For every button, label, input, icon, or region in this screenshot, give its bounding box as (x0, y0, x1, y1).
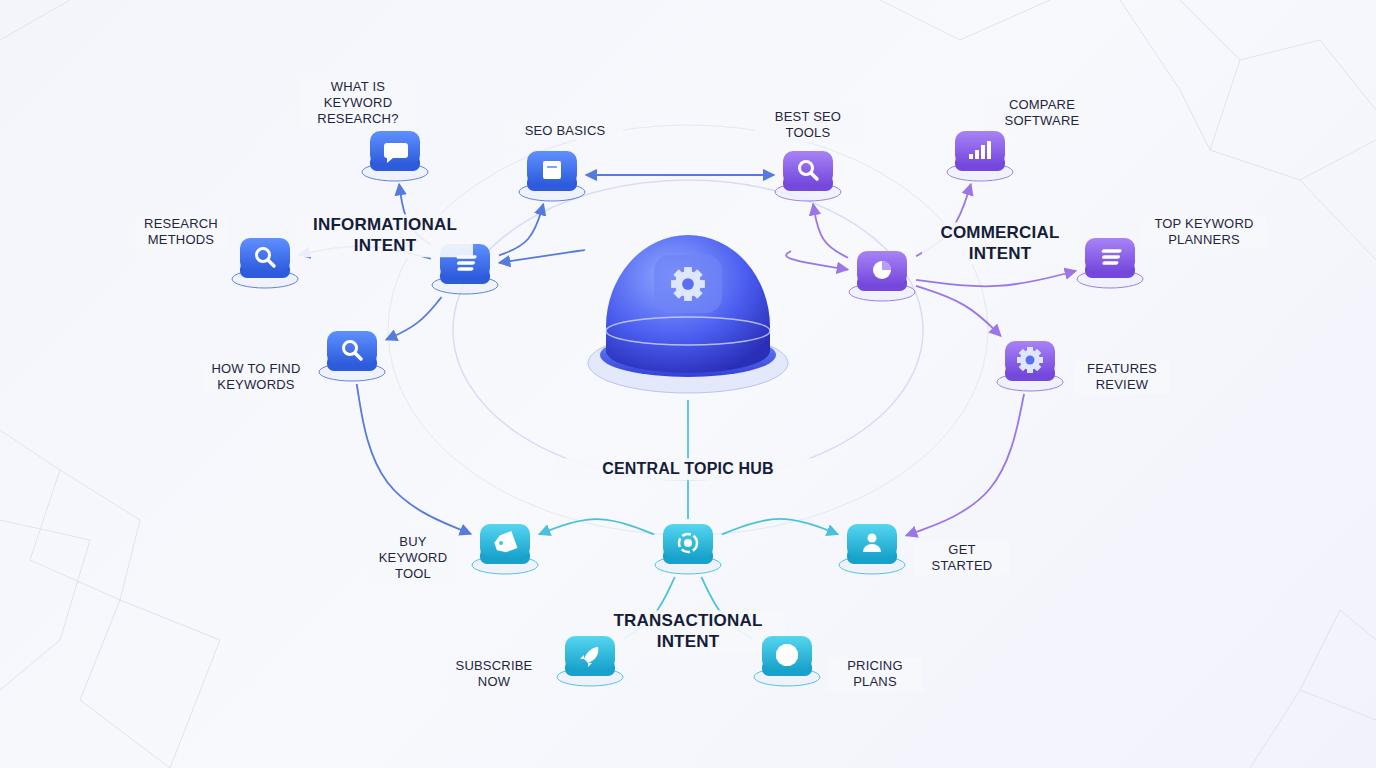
intent-hub: TRANSACTIONAL INTENT (657, 522, 719, 574)
topic-node: SEO BASICS (521, 149, 583, 201)
connector (906, 394, 1024, 536)
icon-tile (521, 149, 583, 201)
connector (539, 519, 654, 534)
connector (586, 174, 774, 176)
gear-icon (1017, 347, 1043, 373)
search-icon (344, 342, 362, 360)
icon-tile (756, 634, 818, 686)
bars-icon (969, 141, 991, 159)
intent-hub: COMMERCIAL INTENT (851, 249, 913, 301)
tile-face (663, 524, 713, 558)
hub-plate (654, 255, 722, 313)
icon-tile (949, 129, 1011, 181)
intent-label: TRANSACTIONAL INTENT (590, 610, 786, 653)
connector (813, 204, 848, 258)
topic-node: RESEARCH METHODS (234, 236, 296, 288)
search-icon (257, 249, 275, 267)
tile-face (1085, 238, 1135, 272)
person-icon (863, 534, 881, 553)
topic-node: BEST SEO TOOLS (777, 149, 839, 201)
topic-label: GET STARTED (914, 541, 1010, 575)
target-icon (679, 534, 697, 552)
hub-sphere (588, 227, 788, 397)
connector (357, 384, 471, 534)
topic-label: BUY KEYWORD TOOL (370, 533, 456, 583)
tile-face (240, 238, 290, 272)
icon-tile (559, 634, 621, 686)
hub-band (606, 317, 770, 345)
icon-tile (234, 236, 296, 288)
chat-icon (384, 143, 408, 163)
tile-face (370, 131, 420, 165)
topic-label: SEO BASICS (507, 122, 623, 140)
tile-face (762, 636, 812, 670)
connector (499, 250, 585, 263)
tile-face (847, 524, 897, 558)
topic-node: COMPARE SOFTWARE (949, 129, 1011, 181)
icon-tile (474, 522, 536, 574)
topic-label: SUBSCRIBE NOW (446, 657, 542, 691)
connector (499, 204, 543, 255)
lines-icon (1101, 249, 1122, 265)
topic-label: PRICING PLANS (827, 657, 923, 691)
topic-node: SUBSCRIBE NOW (559, 634, 621, 686)
tile-face (783, 151, 833, 185)
connector (722, 519, 838, 534)
search-icon (800, 162, 818, 180)
topic-node: HOW TO FIND KEYWORDS (321, 329, 383, 381)
tile-face (1005, 341, 1055, 375)
topic-label: WHAT IS KEYWORD RESEARCH? (300, 78, 416, 128)
connector (916, 286, 1001, 336)
icon-tile (851, 249, 913, 301)
topic-node: FEATURES REVIEW (999, 339, 1061, 391)
topic-node: BUY KEYWORD TOOL (474, 522, 536, 574)
topic-node: PRICING PLANS (756, 634, 818, 686)
tile-face (480, 524, 530, 558)
icon-tile (657, 522, 719, 574)
connector (916, 271, 1076, 286)
tile-face (327, 331, 377, 365)
icon-tile (777, 149, 839, 201)
icon-tile (364, 129, 426, 181)
lines-icon (456, 255, 477, 271)
intent-label: INFORMATIONAL INTENT (297, 214, 473, 257)
tile-face (565, 636, 615, 670)
topic-node: GET STARTED (841, 522, 903, 574)
topic-node: TOP KEYWORD PLANNERS (1079, 236, 1141, 288)
topic-label: FEATURES REVIEW (1074, 360, 1170, 394)
central-hub: CENTRAL TOPIC HUB (588, 227, 788, 397)
icon-tile (999, 339, 1061, 391)
topic-label: TOP KEYWORD PLANNERS (1141, 215, 1267, 249)
icon-tile (841, 522, 903, 574)
tile-face (857, 251, 907, 285)
topic-label: HOW TO FIND KEYWORDS (203, 360, 309, 394)
topic-label: RESEARCH METHODS (135, 215, 227, 249)
tile-face (955, 131, 1005, 165)
icon-tile (1079, 236, 1141, 288)
topic-label: BEST SEO TOOLS (755, 108, 861, 142)
gear-icon (671, 267, 705, 301)
intent-hub: INFORMATIONAL INTENT (434, 242, 496, 294)
tile-face (527, 151, 577, 185)
hub-dome (606, 235, 770, 373)
hub-label: CENTRAL TOPIC HUB (555, 458, 821, 480)
topic-node: WHAT IS KEYWORD RESEARCH? (364, 129, 426, 181)
doc-icon (543, 161, 561, 179)
rocket-icon (580, 647, 598, 667)
connector (386, 297, 442, 340)
icon-tile (321, 329, 383, 381)
connector (786, 251, 848, 270)
pie-icon (873, 261, 891, 279)
topic-label: COMPARE SOFTWARE (984, 96, 1100, 130)
intent-label: COMMERCIAL INTENT (922, 222, 1078, 265)
tag-icon (493, 531, 518, 555)
orbit-rings (388, 125, 988, 535)
badge-icon (776, 644, 798, 666)
